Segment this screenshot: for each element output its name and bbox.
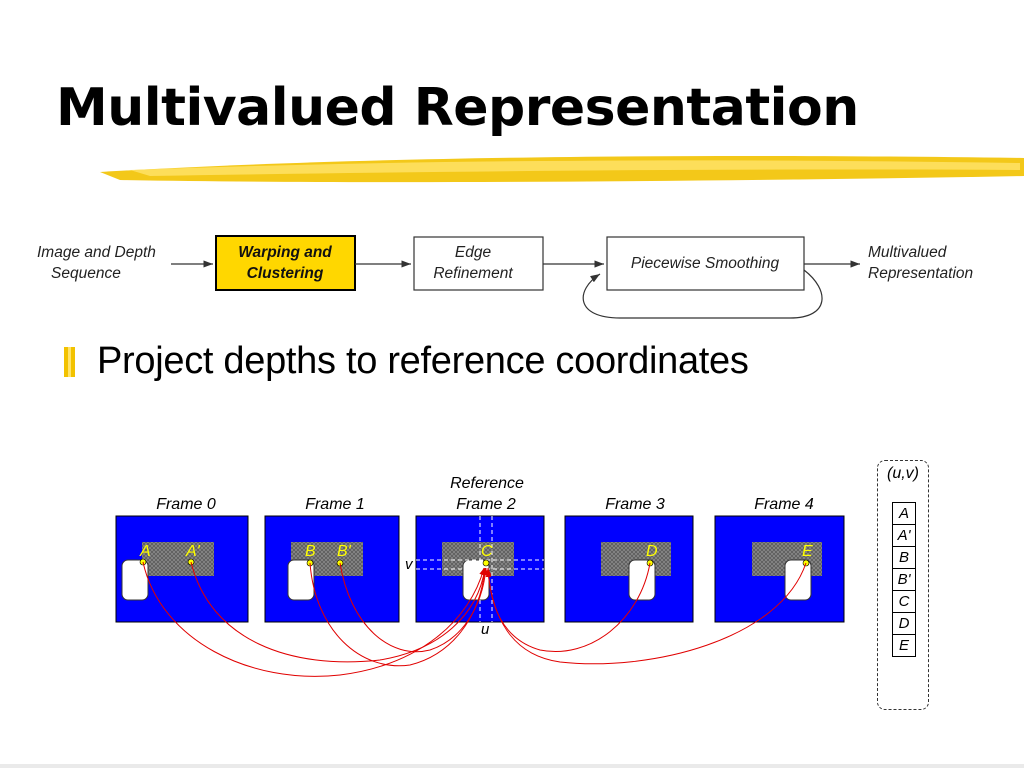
- frame-label-3: Frame 3: [605, 496, 665, 513]
- slide-title: Multivalued Representation: [56, 78, 859, 138]
- point-label-e: E: [802, 543, 813, 560]
- point-label-b: B: [305, 543, 316, 560]
- pipeline-input-label: Image and Depth: [37, 244, 156, 261]
- reference-label: Reference: [450, 475, 524, 492]
- uv-cell-b: B: [892, 546, 916, 569]
- uv-cell-b-prime: B': [892, 568, 916, 591]
- point-c: [482, 559, 490, 567]
- title-underline-brush: [100, 155, 1024, 183]
- point-label-c: C: [481, 543, 493, 560]
- pipeline-output-label-2: Representation: [868, 265, 973, 282]
- point-label-d: D: [646, 543, 658, 560]
- uv-cell-a: A: [892, 502, 916, 525]
- frame-3: D: [564, 515, 694, 623]
- frame-2-reference: C v u: [405, 515, 545, 638]
- pipeline-output-label-1: Multivalued: [868, 244, 948, 261]
- pipeline-input-label-2: Sequence: [51, 265, 121, 282]
- bullet-marker-icon: [64, 346, 75, 377]
- frame-0: A A': [115, 515, 249, 623]
- uv-cell-e: E: [892, 634, 916, 657]
- edge-refinement-label-1: Edge: [455, 244, 492, 261]
- uv-cell-a-prime: A': [892, 524, 916, 547]
- slide-bottom-border: [0, 764, 1024, 768]
- warping-label-2: Clustering: [247, 265, 324, 282]
- piecewise-smoothing-label: Piecewise Smoothing: [631, 255, 780, 272]
- frame-label-2: Frame 2: [456, 496, 516, 513]
- edge-refinement-box: [413, 236, 544, 291]
- uv-table-header: (u,v): [887, 465, 919, 482]
- uv-cell-d: D: [892, 612, 916, 635]
- uv-table-cells: A A' B B' C D E: [892, 502, 916, 657]
- frame-label-4: Frame 4: [754, 496, 814, 513]
- axis-v-label: v: [405, 556, 414, 573]
- point-label-a: A: [139, 543, 151, 560]
- axis-u-label: u: [481, 621, 490, 638]
- bullet-text: Project depths to reference coordinates: [97, 340, 749, 382]
- warping-clustering-box: [215, 235, 356, 291]
- projection-arrows: [142, 561, 807, 677]
- uv-cell-c: C: [892, 590, 916, 613]
- frame-1: B B': [264, 515, 400, 623]
- uv-table-panel: (u,v) A A' B B' C D E: [877, 460, 929, 710]
- warping-label-1: Warping and: [238, 244, 332, 261]
- point-label-b-prime: B': [337, 543, 352, 560]
- frame-label-0: Frame 0: [156, 496, 216, 513]
- frame-4: E: [714, 515, 845, 623]
- point-label-a-prime: A': [185, 543, 201, 560]
- frame-label-1: Frame 1: [305, 496, 365, 513]
- piecewise-smoothing-box: [606, 236, 805, 291]
- edge-refinement-label-2: Refinement: [433, 265, 513, 282]
- bullet-item: Project depths to reference coordinates: [64, 340, 749, 383]
- pipeline-diagram: Image and Depth Sequence Warping and Clu…: [37, 235, 973, 319]
